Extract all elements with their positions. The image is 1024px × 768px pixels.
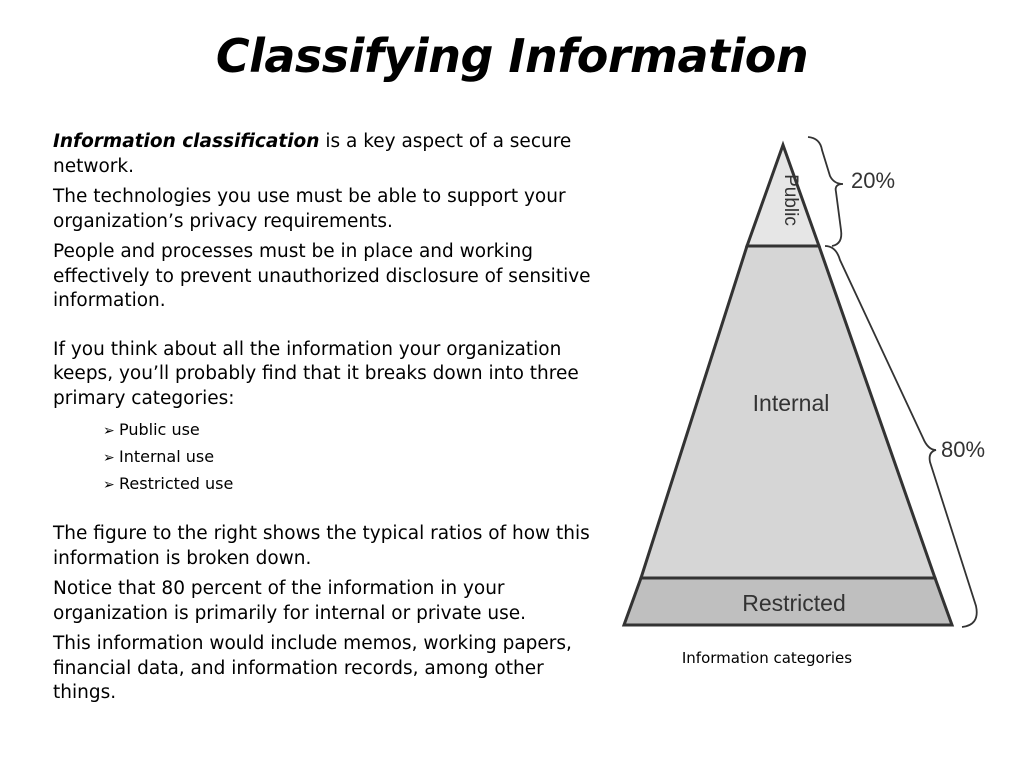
paragraph-people-processes: People and processes must be in place an…	[53, 241, 591, 311]
paragraph-three-categories: If you think about all the information y…	[53, 338, 579, 409]
paragraph-figure-ratios: The figure to the right shows the typica…	[53, 523, 590, 569]
arrow-bullet-icon: ➢	[103, 477, 115, 493]
paragraph-classification: Information classification is a key aspe…	[53, 130, 598, 179]
bracket-20-percent	[807, 136, 844, 247]
category-item-internal: ➢Internal use	[103, 444, 598, 471]
pyramid-label-restricted: Restricted	[742, 590, 846, 616]
bracket-80-percent	[824, 245, 978, 628]
category-item-public: ➢Public use	[103, 417, 598, 444]
arrow-bullet-icon: ➢	[103, 423, 115, 439]
pyramid-label-internal: Internal	[753, 390, 830, 416]
term-information-classification: Information classification	[53, 131, 320, 152]
information-pyramid-figure: Public Internal Restricted 20% 80%	[600, 120, 1024, 680]
category-label-restricted: Restricted use	[119, 474, 234, 493]
arrow-bullet-icon: ➢	[103, 450, 115, 466]
bracket-label-20-percent: 20%	[851, 168, 895, 193]
bracket-label-80-percent: 80%	[941, 437, 985, 462]
pyramid-level-public	[744, 140, 822, 248]
category-label-internal: Internal use	[119, 447, 215, 466]
pyramid-diagram: Public Internal Restricted 20% 80%	[621, 136, 985, 628]
category-item-restricted: ➢Restricted use	[103, 471, 598, 498]
pyramid-label-public: Public	[780, 174, 801, 226]
category-list: ➢Public use ➢Internal use ➢Restricted us…	[53, 417, 598, 498]
paragraph-memos: This information would include memos, wo…	[53, 633, 572, 703]
paragraph-classification-rest: is a key aspect of a secure network.	[53, 131, 572, 177]
slide-body: Information classification is a key aspe…	[53, 130, 598, 712]
paragraph-technologies: The technologies you use must be able to…	[53, 186, 566, 232]
category-label-public: Public use	[119, 420, 200, 439]
slide-title: Classifying Information	[215, 29, 809, 83]
paragraph-eighty-percent: Notice that 80 percent of the informatio…	[53, 578, 527, 624]
figure-caption: Information categories	[681, 649, 853, 667]
